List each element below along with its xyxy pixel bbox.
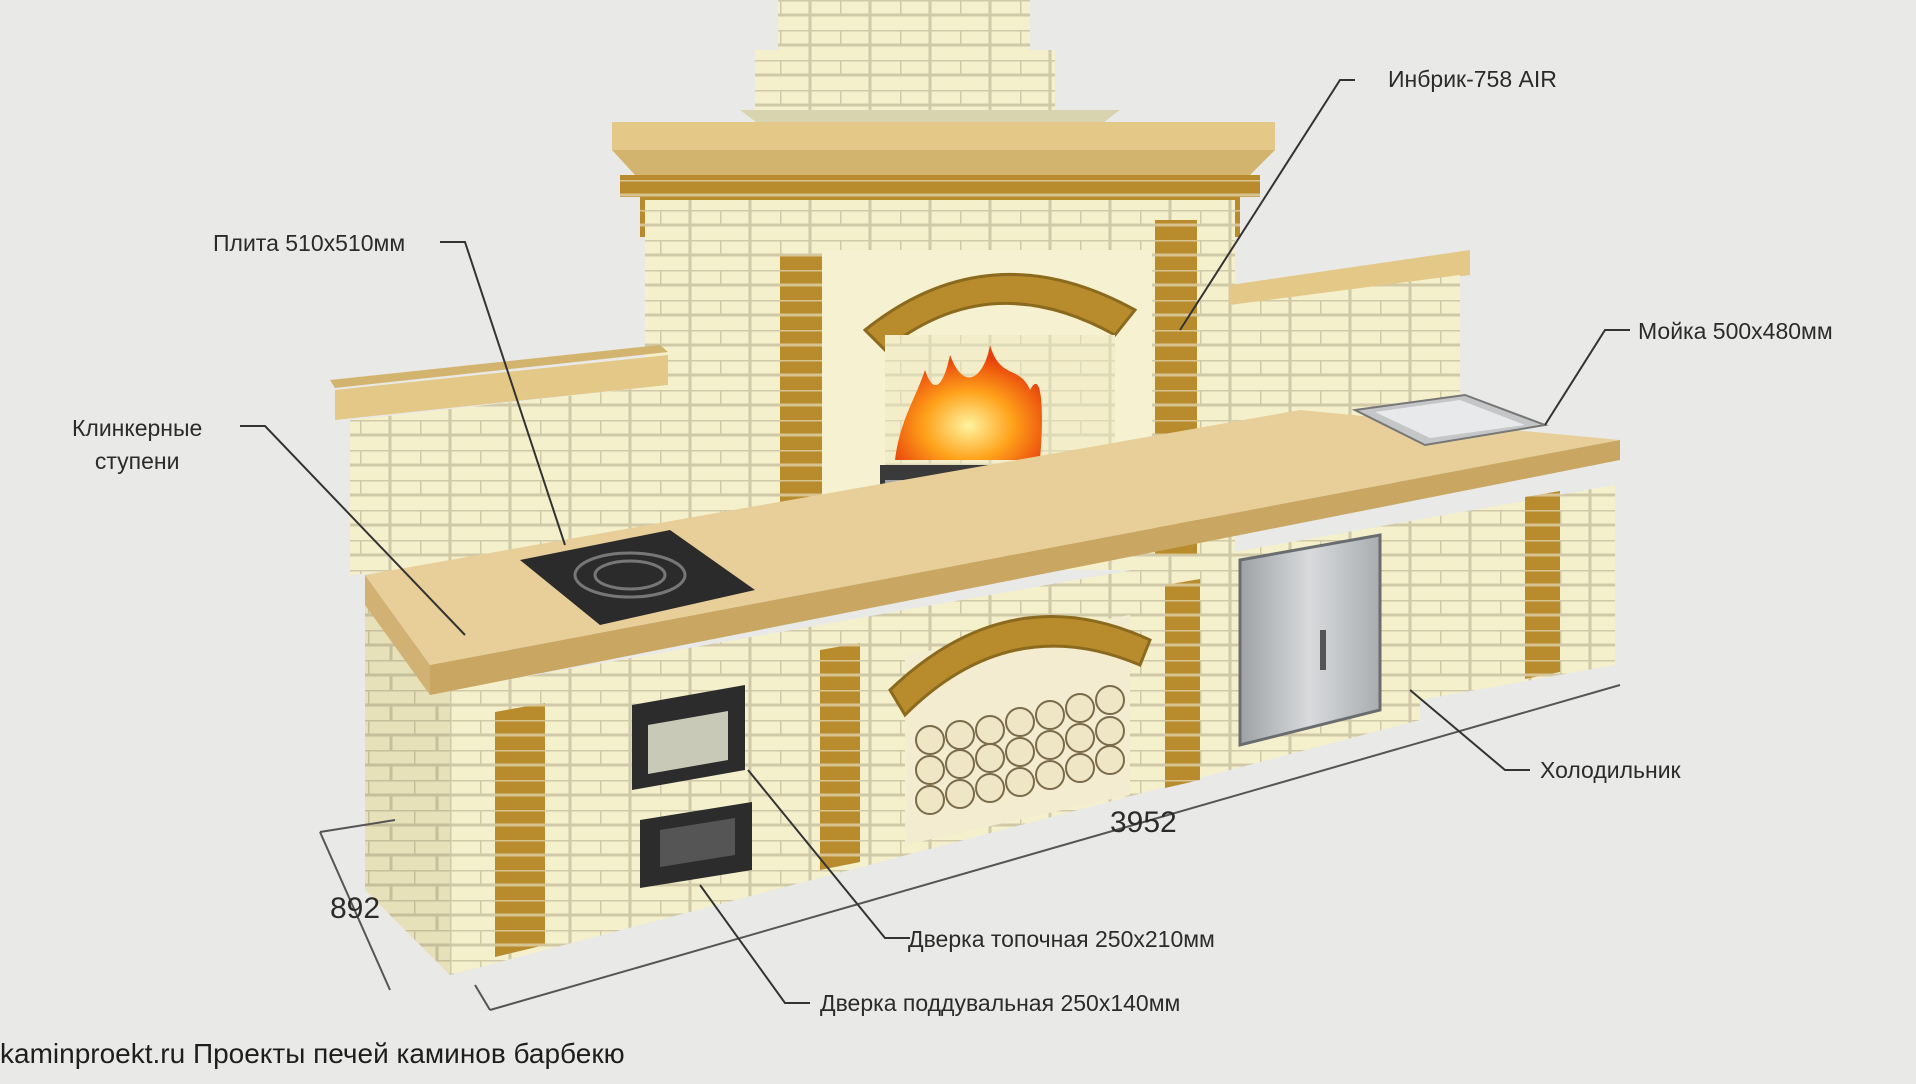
dimension-length: 3952 <box>1110 806 1177 839</box>
site-footer: kaminproekt.ru Проекты печей каминов бар… <box>0 1038 625 1069</box>
right-wall <box>1230 250 1470 430</box>
label-klinker-line1: Клинкерные <box>72 415 203 441</box>
dimension-lines <box>319 684 1621 1011</box>
chimney <box>740 0 1120 125</box>
left-wall <box>330 345 668 575</box>
ash-door <box>640 802 752 888</box>
fire-door <box>632 685 745 790</box>
label-klinker-line2: ступени <box>94 448 180 474</box>
label-inbrik: Инбрик-758 AIR <box>1388 66 1557 92</box>
lower-body <box>365 485 1615 975</box>
label-plita: Плита 510х510мм <box>213 230 406 256</box>
refrigerator <box>1238 533 1382 747</box>
label-klinker: Клинкерные ступени <box>72 412 202 478</box>
label-dverka-podduvalnaya: Дверка поддувальная 250х140мм <box>820 990 1181 1016</box>
label-dverka-topochnaya: Дверка топочная 250х210мм <box>908 926 1215 952</box>
label-moika: Мойка 500х480мм <box>1638 318 1833 344</box>
firewood-stack <box>915 685 1125 815</box>
cast-iron-plate <box>520 530 755 625</box>
leader-lines <box>240 79 1630 1004</box>
label-holodilnik: Холодильник <box>1540 757 1681 783</box>
dimension-depth: 892 <box>330 892 381 925</box>
countertop <box>365 393 1620 695</box>
